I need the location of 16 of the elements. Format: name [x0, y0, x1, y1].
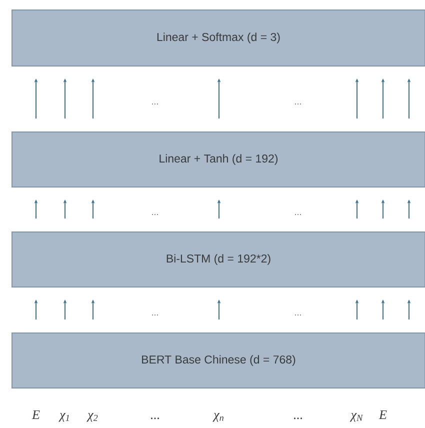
ellipsis: ...: [295, 314, 301, 316]
input-token: ...: [150, 418, 160, 420]
ellipsis: ...: [295, 214, 301, 215]
input-token: χ$_{N}$: [350, 413, 364, 422]
input-token: ...: [294, 418, 302, 420]
ellipsis: ...: [152, 214, 158, 215]
layer-band: Linear + Tanh (d = 192): [12, 132, 425, 188]
input-token: χ$_{1}$: [58, 413, 69, 422]
layer-band: Bi-LSTM (d = 192*2): [12, 232, 425, 288]
layer-band: Linear + Softmax (d = 3): [12, 10, 425, 66]
input-token: E: [378, 410, 387, 419]
input-token: E: [32, 410, 40, 419]
input-token: χ$_{n}$: [212, 413, 224, 422]
layer-band: BERT Base Chinese (d = 768): [12, 332, 425, 388]
input-token: χ$_{2}$: [86, 413, 98, 422]
ellipsis: ...: [152, 314, 158, 316]
